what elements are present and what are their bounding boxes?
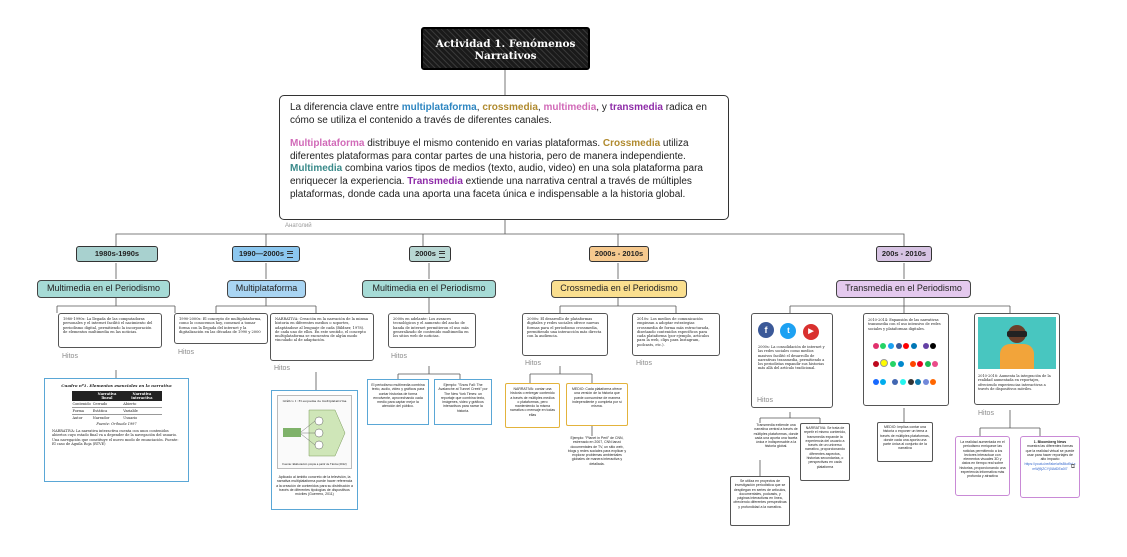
term-multimedia-2: Multimedia	[290, 163, 342, 174]
intro-sep: , y	[596, 102, 609, 113]
term-crossmedia: crossmedia	[482, 102, 538, 113]
table-note: NARRATIVA: La narrativa interactiva cuen…	[49, 429, 184, 446]
hitos-label: Hitos	[62, 353, 78, 360]
trans-box-definition: Transmedia extiende una narrativa centra…	[752, 423, 800, 460]
notes-icon	[287, 251, 293, 258]
twitter-icon: t	[780, 323, 796, 339]
social-card: f t ▶ 2000s: La consolidación de interne…	[751, 313, 833, 408]
era-1980s-1990s[interactable]: 1980s-1990s	[76, 246, 158, 262]
youtube-icon: ▶	[803, 324, 819, 340]
hitos-label: Hitos	[391, 353, 407, 360]
trans-box-realidad-aumentada: La realidad aumentada en el periodismo e…	[955, 436, 1010, 496]
table-header	[72, 391, 92, 401]
term-multiplataforma: multiplataforma	[402, 102, 477, 113]
topic-transmedia-periodismo[interactable]: Transmedia en el Periodismo	[836, 280, 971, 298]
graphic-caption: Fuente: Elaboración propia a partir de T…	[282, 462, 347, 466]
topic-multiplataforma[interactable]: Multiplataforma	[227, 280, 306, 298]
cross-box-medio: MEDIO: Cada plataforma ofrece una versió…	[566, 383, 628, 426]
hitos-label: Hitos	[274, 365, 290, 372]
table-cell: Variable	[122, 408, 161, 415]
topic-multimedia-periodismo[interactable]: Multimedia en el Periodismo	[37, 280, 170, 298]
table-cell: Usuario	[122, 415, 161, 422]
intro-paragraph-1: La diferencia clave entre multiplataform…	[290, 102, 718, 127]
vr-headset-icon	[1007, 331, 1027, 337]
hitos-label: Hitos	[525, 360, 541, 367]
intro-text: La diferencia clave entre	[290, 102, 402, 113]
intro-box: La diferencia clave entre multiplataform…	[279, 95, 729, 220]
topic-crossmedia-periodismo[interactable]: Crossmedia en el Periodismo	[551, 280, 687, 298]
intro-paragraph-2: Multiplataforma distribuye el mismo cont…	[290, 138, 718, 201]
note-2000s-multimedia: 2000s en adelante: Los avances tecnológi…	[388, 313, 476, 348]
hitos-label: Hitos	[178, 349, 194, 356]
trans-box-narrativa: NARRATIVA: Se trata de repetir el mismo …	[800, 423, 850, 481]
table-cell: Estática	[92, 408, 123, 415]
note-2000s-transmedia: 2000s: La consolidación de internet y la…	[758, 345, 826, 371]
cross-example: Ejemplo: "Planet in Peril" de CNN, estre…	[567, 436, 627, 494]
term-crossmedia-2: Crossmedia	[603, 138, 660, 149]
term-multiplataforma-2: Multiplataforma	[290, 138, 364, 149]
term-transmedia-2: Transmedia	[407, 176, 463, 187]
table-card: Cuadro nº1. Elementos esenciales en la n…	[44, 378, 189, 482]
note-1980-1990s: 1980-1990s: La llegada de las computador…	[58, 313, 162, 348]
table-cell: Autor	[72, 415, 92, 422]
term-multimedia: multimedia	[543, 102, 596, 113]
era-label: 2000s	[415, 249, 436, 258]
central-title: Actividad 1. Fenómenos Narrativos	[421, 27, 590, 70]
note-2000s-crossmedia: 2000s: El desarrollo de plataformas digi…	[522, 313, 608, 356]
bloomberg-text: muestra las diferentes formas que la rea…	[1024, 444, 1076, 461]
era-2000s-2010s[interactable]: 2000s - 2010s	[589, 246, 649, 262]
facebook-icon: f	[758, 322, 774, 338]
note-narrativa-multiplataforma: NARRATIVA: Creación en la narración de l…	[270, 313, 374, 361]
multiplataforma-note: Aplicado al ámbito concreto de la televi…	[276, 475, 353, 496]
table-header: Narrativa lineal	[92, 391, 123, 401]
trans-box-medio: MEDIO: Implica contar una historia o exp…	[877, 422, 933, 462]
era-200s-2010s[interactable]: 200s - 2010s	[876, 246, 932, 262]
ar-card: 2010-2018: Aumenta la integración de la …	[974, 313, 1060, 405]
author-label: Анатолий	[285, 223, 312, 229]
notes-icon	[439, 251, 445, 258]
bloomberg-card: 1. Bloomberg News muestra las diferentes…	[1020, 436, 1080, 498]
mm-box-example: Ejemplo: "Snow Fall: The Avalanche at Tu…	[434, 379, 492, 425]
term-transmedia: transmedia	[610, 102, 663, 113]
bloomberg-link[interactable]: https://youtu.be/fake/a9sBkd9d-xmWj9jZCY…	[1024, 462, 1076, 471]
table-caption: Cuadro nº1. Elementos esenciales en la n…	[49, 383, 184, 388]
table-cell: Narrador	[92, 415, 123, 422]
cross-box-narrativa: NARRATIVA: contar una historia o entrega…	[505, 383, 560, 428]
table-header: Narrativa interactiva	[122, 391, 161, 401]
note-1990-2000s: 1990-2000s: El concepto de multiplatafor…	[174, 313, 268, 344]
era-label: 1990—2000s	[239, 249, 284, 258]
hitos-label: Hitos	[757, 397, 773, 404]
graphic-image: Gráfico 1: El esquema de multiplataforma…	[277, 395, 352, 469]
vr-body	[1000, 344, 1034, 369]
era-2000s[interactable]: 2000s	[409, 246, 451, 262]
topic-multimedia-periodismo-2000s[interactable]: Multimedia en el Periodismo	[362, 280, 496, 298]
graphic-diagram	[281, 408, 347, 458]
graphic-title: Gráfico 1: El esquema de multiplataforma	[282, 399, 347, 403]
platform-icons	[868, 337, 944, 391]
vr-illustration	[978, 317, 1056, 369]
table-cell: Forma	[72, 408, 92, 415]
hitos-label: Hitos	[978, 410, 994, 417]
era-1990s-2000s[interactable]: 1990—2000s	[232, 246, 300, 262]
mm-box-description: El periodismo multimedia combina texto, …	[367, 379, 429, 425]
note-2010s-crossmedia: 2010s: Los medios de comunicación empiez…	[632, 313, 720, 356]
graphic-card: Gráfico 1: El esquema de multiplataforma…	[271, 390, 358, 510]
external-link-icon[interactable]: ⧉	[1071, 465, 1075, 469]
platforms-card: 2010-2014: Expansión de las narrativas t…	[863, 313, 949, 406]
trans-box-investigacion: Se utiliza en proyectos de investigación…	[730, 476, 790, 526]
intro-text: distribuye el mismo contenido en varias …	[364, 138, 602, 149]
hitos-label: Hitos	[636, 360, 652, 367]
table-source: Fuente: Orihuela 1997	[49, 422, 184, 426]
note-2010-2014: 2010-2014: Expansión de las narrativas t…	[868, 318, 944, 331]
note-2010-2018: 2010-2018: Aumenta la integración de la …	[978, 374, 1056, 391]
social-icons: f t ▶	[758, 320, 826, 340]
